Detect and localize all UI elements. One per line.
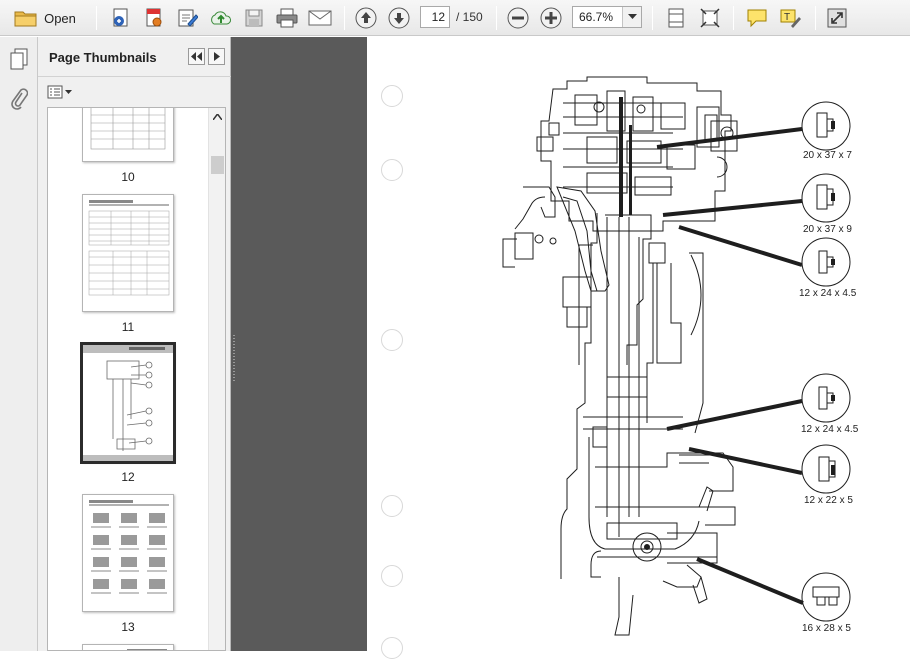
chevron-up-icon <box>213 113 222 120</box>
document-view[interactable]: 20 x 37 x 7 20 x 37 x 9 12 x 24 x 4.5 12… <box>237 37 910 659</box>
main-toolbar: Open <box>0 0 910 36</box>
panel-title: Page Thumbnails <box>49 50 157 65</box>
seal-size-label: 12 x 24 x 4.5 <box>799 288 857 299</box>
outboard-motor-diagram <box>502 76 851 636</box>
text-marker-icon: T <box>780 9 801 28</box>
page-12-preview <box>83 345 173 461</box>
comment-button[interactable] <box>743 5 771 31</box>
cloud-upload-icon <box>211 11 231 25</box>
svg-text:T: T <box>784 12 790 23</box>
toolbar-divider <box>96 6 97 30</box>
binder-hole <box>381 85 403 107</box>
toolbar-divider <box>344 6 345 30</box>
read-mode-button[interactable] <box>824 5 850 31</box>
thumbnail-label-10: 10 <box>121 170 135 184</box>
binder-hole <box>381 495 403 517</box>
printer-icon <box>276 8 298 28</box>
toolbar-divider <box>733 6 734 30</box>
page-11-preview <box>88 200 170 296</box>
create-pdf-button[interactable] <box>108 5 134 31</box>
speech-bubble-icon <box>747 9 767 28</box>
thumbnail-label-13: 13 <box>121 620 135 634</box>
thumbnail-page-12[interactable] <box>80 342 176 464</box>
full-screen-fit-button[interactable] <box>697 5 723 31</box>
open-button[interactable]: Open <box>6 5 84 31</box>
page-total: / 150 <box>456 10 483 24</box>
fit-width-icon <box>668 8 684 28</box>
double-chevron-left-icon <box>191 52 202 61</box>
fit-page-button[interactable] <box>663 5 689 31</box>
save-icon <box>245 9 263 27</box>
expand-panel-button[interactable] <box>208 48 225 65</box>
create-pdf-icon <box>113 8 128 27</box>
pages-icon <box>10 48 28 70</box>
paperclip-icon <box>11 88 28 110</box>
binder-hole <box>381 329 403 351</box>
page-14-preview <box>127 649 167 650</box>
seal-size-label: 20 x 37 x 9 <box>803 224 852 235</box>
attachments-rail-button[interactable] <box>8 87 30 111</box>
panel-header: Page Thumbnails <box>38 37 231 77</box>
thumbnail-scrollbar[interactable] <box>208 108 225 650</box>
chevron-down-icon[interactable] <box>622 7 641 27</box>
pdf-gear-icon <box>146 8 162 27</box>
thumbnail-label-12: 12 <box>121 470 135 484</box>
upload-button[interactable] <box>207 5 235 31</box>
seal-size-label: 20 x 37 x 7 <box>803 150 852 161</box>
page-thumbnails-rail-button[interactable] <box>8 47 30 71</box>
envelope-icon <box>308 10 332 26</box>
thumbnail-page-14[interactable] <box>82 644 174 650</box>
zoom-out-button[interactable] <box>505 5 531 31</box>
arrow-up-circle-icon <box>355 7 377 29</box>
edit-button[interactable] <box>174 5 200 31</box>
zoom-value: 66.7% <box>579 10 614 24</box>
thumbnail-label-11: 11 <box>121 320 135 334</box>
thumbnail-list[interactable]: 10 11 <box>47 107 226 651</box>
collapse-panel-button[interactable] <box>188 48 205 65</box>
seal-size-label: 12 x 24 x 4.5 <box>801 424 859 435</box>
splitter-grip <box>233 335 235 383</box>
expand-arrows-icon <box>700 8 720 28</box>
thumbnail-page-10[interactable] <box>82 108 174 162</box>
plus-circle-icon <box>540 7 562 29</box>
seal-size-label: 12 x 22 x 5 <box>804 495 853 506</box>
chevron-right-icon <box>213 52 220 61</box>
arrow-down-circle-icon <box>388 7 410 29</box>
navigation-rail <box>0 37 38 651</box>
highlight-text-button[interactable]: T <box>776 5 804 31</box>
page-13-preview <box>89 500 169 594</box>
toolbar-divider <box>815 6 816 30</box>
thumbnails-panel: Page Thumbnails 10 <box>38 37 231 651</box>
thumbnail-options-button[interactable] <box>47 83 73 101</box>
binder-hole <box>381 159 403 181</box>
page-number-input[interactable]: 12 <box>420 6 450 28</box>
edit-page-icon <box>178 9 198 27</box>
open-label: Open <box>44 10 76 26</box>
zoom-select[interactable]: 66.7% <box>572 6 642 28</box>
minus-circle-icon <box>507 7 529 29</box>
thumbnail-page-11[interactable] <box>82 194 174 312</box>
previous-page-button[interactable] <box>353 5 379 31</box>
options-menu-icon <box>47 85 72 99</box>
print-button[interactable] <box>273 5 301 31</box>
email-button[interactable] <box>306 5 334 31</box>
seal-size-label: 16 x 28 x 5 <box>802 623 851 634</box>
toolbar-divider <box>496 6 497 30</box>
thumbnail-page-13[interactable] <box>82 494 174 612</box>
save-button[interactable] <box>241 5 267 31</box>
next-page-button[interactable] <box>386 5 412 31</box>
binder-hole <box>381 565 403 587</box>
scrollbar-thumb[interactable] <box>211 156 224 174</box>
folder-icon <box>14 11 37 27</box>
expand-view-icon <box>827 8 847 28</box>
panel-splitter[interactable] <box>231 37 237 651</box>
pdf-settings-button[interactable] <box>141 5 167 31</box>
zoom-in-button[interactable] <box>538 5 564 31</box>
toolbar-divider <box>652 6 653 30</box>
document-page: 20 x 37 x 7 20 x 37 x 9 12 x 24 x 4.5 12… <box>367 37 910 659</box>
scroll-up-button[interactable] <box>209 108 225 125</box>
page-10-preview <box>90 108 166 150</box>
